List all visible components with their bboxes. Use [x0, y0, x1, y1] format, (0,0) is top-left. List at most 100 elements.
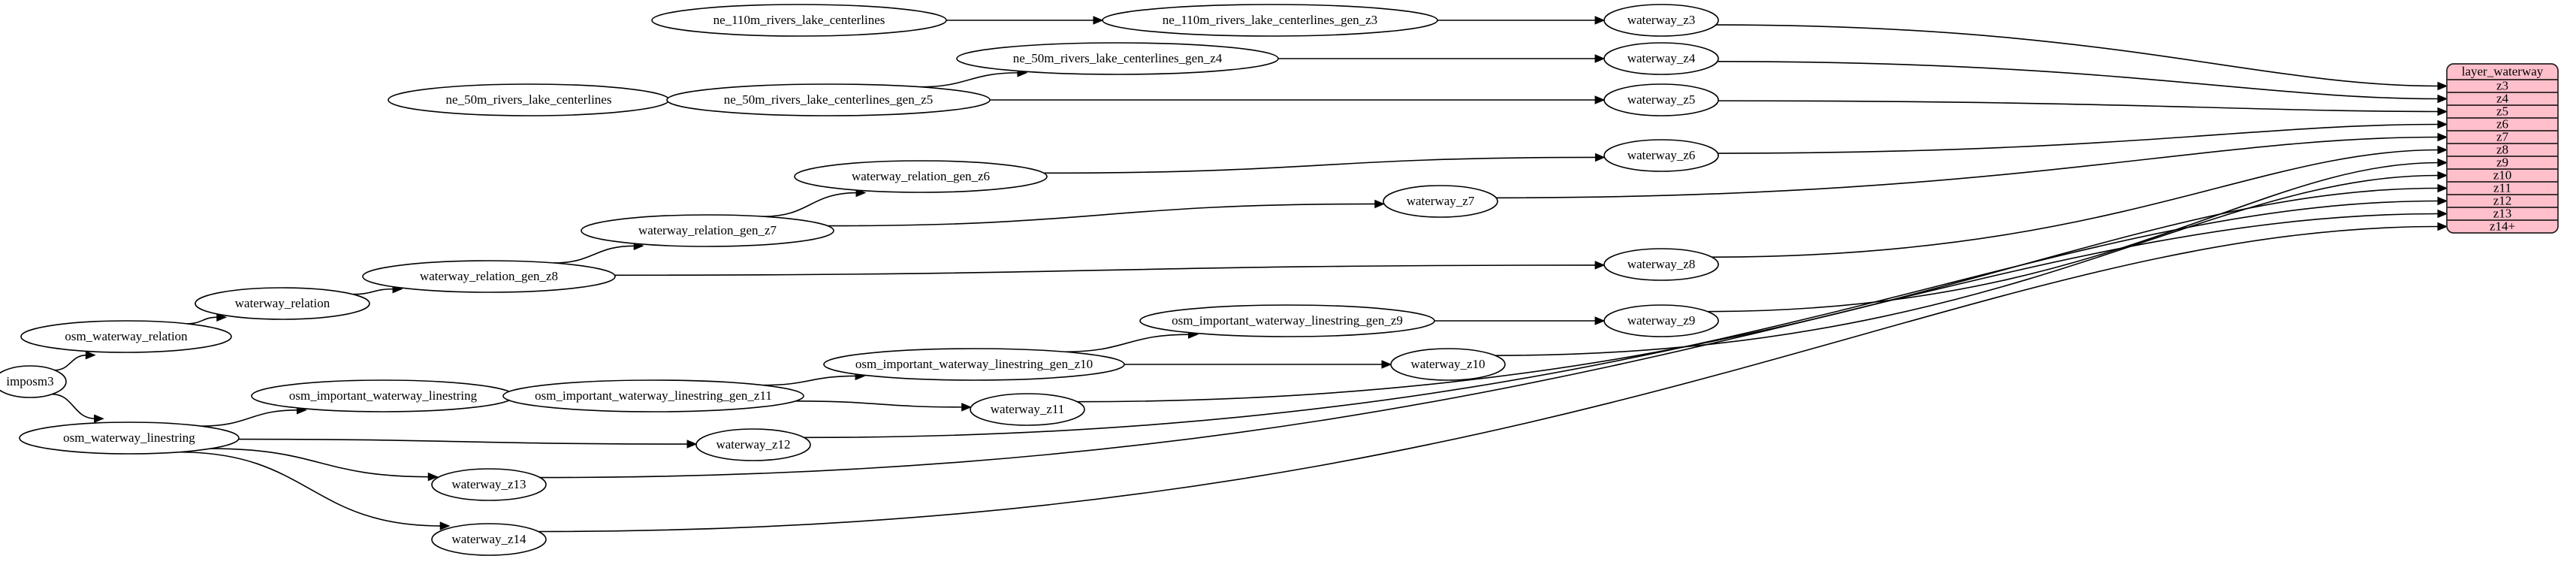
- edge-waterway_relation_gen_z8-to-waterway_z8: [614, 264, 1597, 276]
- node-waterway_z3[interactable]: waterway_z3: [1603, 4, 1719, 37]
- edge-waterway_relation_gen_z7-to-waterway_z7: [828, 203, 1376, 227]
- edge-arrowhead: [2437, 196, 2448, 206]
- node-shape: [956, 42, 1279, 75]
- edge-imposm3-to-osm_waterway_relation: [54, 354, 87, 371]
- edge-layer: [52, 16, 2448, 533]
- node-ne_50m_rivers_lake_centerlines_gen_z4[interactable]: ne_50m_rivers_lake_centerlines_gen_z4: [956, 42, 1279, 75]
- edge-arrowhead: [1594, 153, 1606, 162]
- node-waterway_relation_gen_z6[interactable]: waterway_relation_gen_z6: [794, 160, 1048, 193]
- node-waterway_z6[interactable]: waterway_z6: [1603, 139, 1719, 172]
- node-osm_important_waterway_linestring[interactable]: osm_important_waterway_linestring: [251, 379, 515, 412]
- edge-arrowhead: [427, 472, 439, 482]
- edge-arrowhead: [2437, 209, 2448, 219]
- node-waterway_z14[interactable]: waterway_z14: [431, 523, 547, 556]
- edge-arrowhead: [2437, 222, 2448, 231]
- edge-arrowhead: [961, 403, 972, 412]
- node-shape: [581, 214, 834, 247]
- node-shape: [1603, 304, 1719, 337]
- edge-arrowhead: [2437, 171, 2448, 180]
- node-waterway_z5[interactable]: waterway_z5: [1603, 83, 1719, 116]
- node-imposm3[interactable]: imposm3: [0, 365, 67, 398]
- edge-arrowhead: [85, 350, 96, 360]
- node-shape: [19, 421, 240, 455]
- node-shape: [1603, 139, 1719, 172]
- node-ne_110m_rivers_lake_centerlines_gen_z3[interactable]: ne_110m_rivers_lake_centerlines_gen_z3: [1102, 4, 1438, 37]
- edge-waterway_relation_gen_z8-to-waterway_relation_gen_z7: [554, 245, 635, 264]
- node-ne_110m_rivers_lake_centerlines[interactable]: ne_110m_rivers_lake_centerlines: [651, 4, 947, 37]
- node-shape: [431, 468, 547, 501]
- edge-arrowhead: [1594, 16, 1606, 25]
- edge-waterway_z11-to-legend-z11: [1077, 187, 2439, 403]
- edge-arrowhead: [2437, 81, 2448, 91]
- node-osm_waterway_relation[interactable]: osm_waterway_relation: [20, 320, 232, 353]
- node-shape: [970, 393, 1085, 426]
- edge-waterway_z5-to-legend-z5: [1718, 100, 2439, 113]
- node-ne_50m_rivers_lake_centerlines[interactable]: ne_50m_rivers_lake_centerlines: [388, 83, 670, 116]
- node-waterway_z9[interactable]: waterway_z9: [1603, 304, 1719, 337]
- edge-waterway_relation-to-waterway_relation_gen_z8: [352, 288, 394, 295]
- node-shape: [1390, 348, 1506, 381]
- legend-table-body: [2446, 63, 2559, 234]
- edge-waterway_z13-to-legend-z13: [539, 213, 2439, 479]
- edge-arrowhead: [1093, 16, 1104, 25]
- edge-ne_50m_rivers_lake_centerlines_gen_z5-to-ne_50m_rivers_lake_centerlines_gen_z4: [919, 72, 1018, 88]
- node-osm_important_waterway_linestring_gen_z9[interactable]: osm_important_waterway_linestring_gen_z9: [1139, 304, 1435, 337]
- edge-arrowhead: [94, 414, 104, 423]
- edge-arrowhead: [2437, 145, 2448, 155]
- node-layer: imposm3 osm_waterway_relation osm_waterway…: [0, 4, 1719, 556]
- node-waterway_relation[interactable]: waterway_relation: [195, 287, 370, 320]
- edge-arrowhead: [2437, 183, 2448, 193]
- edge-imposm3-to-osm_waterway_linestring: [52, 393, 95, 420]
- edge-waterway_z3-to-legend-z3: [1715, 24, 2439, 87]
- edge-arrowhead: [686, 440, 698, 449]
- node-shape: [251, 379, 515, 412]
- edge-arrowhead: [1594, 316, 1606, 325]
- edge-waterway_z7-to-legend-z7: [1496, 136, 2439, 199]
- edge-arrowhead: [2437, 158, 2448, 168]
- node-shape: [195, 287, 370, 320]
- edge-waterway_z12-to-legend-z12: [804, 200, 2439, 439]
- node-shape: [1603, 42, 1719, 75]
- node-waterway_z8[interactable]: waterway_z8: [1603, 248, 1719, 281]
- node-osm_important_waterway_linestring_gen_z11[interactable]: osm_important_waterway_linestring_gen_z1…: [502, 379, 804, 412]
- edge-waterway_z8-to-legend-z8: [1712, 149, 2439, 258]
- node-shape: [651, 4, 947, 37]
- node-shape: [0, 365, 67, 398]
- node-waterway_z7[interactable]: waterway_z7: [1383, 185, 1498, 218]
- edge-osm_waterway_linestring-to-osm_important_waterway_linestring: [201, 409, 298, 427]
- node-waterway_z12[interactable]: waterway_z12: [695, 428, 811, 461]
- node-shape: [431, 523, 547, 556]
- node-shape: [1102, 4, 1438, 37]
- node-waterway_relation_gen_z7[interactable]: waterway_relation_gen_z7: [581, 214, 834, 247]
- node-osm_waterway_linestring[interactable]: osm_waterway_linestring: [19, 421, 240, 455]
- node-waterway_z10[interactable]: waterway_z10: [1390, 348, 1506, 381]
- node-shape: [1603, 4, 1719, 37]
- node-waterway_relation_gen_z8[interactable]: waterway_relation_gen_z8: [362, 260, 616, 293]
- edge-osm_important_waterway_linestring_gen_z11-to-waterway_z11: [795, 400, 963, 408]
- node-shape: [794, 160, 1048, 193]
- edge-arrowhead: [1594, 54, 1606, 63]
- node-shape: [362, 260, 616, 293]
- node-shape: [1139, 304, 1435, 337]
- node-ne_50m_rivers_lake_centerlines_gen_z5[interactable]: ne_50m_rivers_lake_centerlines_gen_z5: [666, 83, 991, 116]
- node-waterway_z11[interactable]: waterway_z11: [970, 393, 1085, 426]
- node-shape: [20, 320, 232, 353]
- edge-arrowhead: [2437, 132, 2448, 142]
- node-osm_important_waterway_linestring_gen_z10[interactable]: osm_important_waterway_linestring_gen_z1…: [823, 348, 1125, 381]
- edge-waterway_relation_gen_z6-to-waterway_z6: [1043, 156, 1597, 174]
- edge-osm_waterway_relation-to-waterway_relation: [186, 316, 218, 325]
- edge-arrowhead: [2437, 94, 2448, 104]
- node-shape: [1383, 185, 1498, 218]
- edge-waterway_z4-to-legend-z4: [1717, 61, 2439, 100]
- edge-waterway_z9-to-legend-z9: [1707, 162, 2439, 313]
- edge-osm_important_waterway_linestring_gen_z11-to-osm_important_waterway_linestring_gen_z10: [762, 375, 857, 386]
- edge-waterway_z6-to-legend-z6: [1718, 123, 2439, 154]
- node-waterway_z13[interactable]: waterway_z13: [431, 468, 547, 501]
- node-waterway_z4[interactable]: waterway_z4: [1603, 42, 1719, 75]
- edge-waterway_z14-to-legend-z14+: [538, 225, 2439, 533]
- edge-osm_waterway_linestring-to-waterway_z12: [238, 438, 689, 445]
- node-shape: [695, 428, 811, 461]
- node-shape: [502, 379, 804, 412]
